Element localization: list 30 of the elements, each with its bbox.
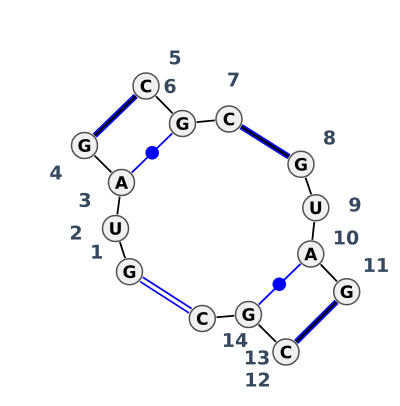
position-number: 9 — [349, 197, 360, 212]
position-number: 13 — [246, 350, 269, 365]
backbone-line — [116, 196, 121, 214]
position-number: 1 — [92, 244, 102, 259]
base-pair-line — [258, 263, 302, 306]
base-pair-line — [140, 276, 192, 314]
base-pair-line — [294, 300, 339, 344]
base-pair-line — [240, 124, 290, 160]
backbone-line — [311, 222, 316, 240]
position-number: 14 — [224, 333, 248, 347]
position-number: 3 — [80, 192, 90, 208]
backbone-line — [216, 314, 234, 318]
backbone-line — [304, 178, 312, 195]
position-number: 5 — [170, 50, 180, 65]
backbone-line — [119, 242, 126, 258]
position-number: 8 — [324, 130, 335, 145]
backbone-line — [258, 324, 277, 343]
backbone-line — [320, 264, 338, 282]
base-pair-line — [131, 132, 173, 174]
position-number: 6 — [164, 78, 176, 94]
position-number: 11 — [364, 258, 388, 272]
position-number: 2 — [70, 225, 81, 240]
backbone-line — [94, 154, 112, 174]
backbone-line — [196, 119, 215, 124]
position-number: 12 — [246, 372, 270, 387]
base-pair-line — [92, 94, 138, 138]
position-number: 4 — [50, 166, 62, 180]
position-number: 10 — [334, 230, 358, 245]
backbone-line — [155, 96, 174, 114]
position-number: 7 — [228, 72, 239, 86]
